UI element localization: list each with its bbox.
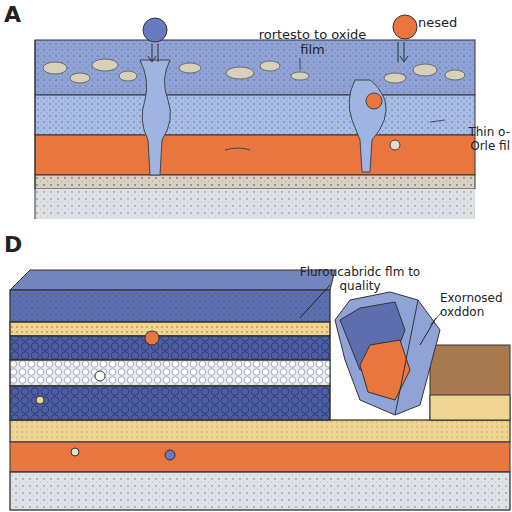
panel-a-particles — [143, 15, 445, 122]
panel-d-block — [10, 270, 335, 460]
callout-label: nesed — [418, 16, 498, 31]
panel-d-base-layers — [10, 345, 510, 510]
callout-label: rortesto to oxide film — [250, 28, 375, 58]
panel-letter: A — [4, 2, 34, 27]
panel-a-cracks — [140, 60, 400, 175]
callout-label: Thin o- Orle fil — [442, 126, 510, 154]
panel-a-pebbles — [43, 59, 465, 83]
panel-a-layers — [35, 40, 475, 219]
callout-label: Fluroucabridc flm to quality — [290, 266, 430, 294]
panel-letter: D — [4, 232, 34, 257]
callout-label: Exornosed oxddon — [440, 292, 512, 320]
panel-d-fragment — [335, 292, 442, 415]
leader-lines — [300, 285, 436, 345]
